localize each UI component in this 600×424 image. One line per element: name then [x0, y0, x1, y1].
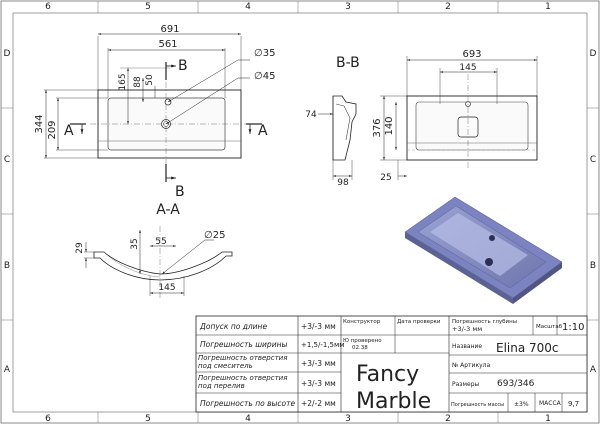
dim-98: 98	[337, 178, 349, 188]
size-label: Размеры	[452, 381, 480, 388]
section-mark-b-top: B	[178, 58, 188, 74]
dim-140: 140	[384, 116, 395, 135]
dim-165: 165	[118, 73, 128, 90]
col-marker: 2	[445, 2, 451, 12]
section-bb-title: B-B	[336, 55, 360, 71]
row-markers: D C B A D C B A	[4, 49, 597, 375]
section-bb-view: B-B 98 74	[305, 55, 359, 188]
name-label: Название	[452, 343, 482, 350]
row-marker: C	[4, 155, 10, 165]
tol-width-value: +1,5/-1,5мм	[301, 341, 345, 349]
dim-50: 50	[145, 74, 155, 86]
row-marker: D	[4, 49, 11, 59]
col-marker: 6	[45, 414, 51, 424]
mass-label: МАССА	[539, 400, 562, 407]
row-marker: A	[4, 365, 11, 375]
brand-line-1: Fancy	[356, 362, 419, 387]
depth-error-label: Погрешность глубины	[452, 319, 517, 325]
dim-209: 209	[47, 120, 58, 139]
brand-line-2: Marble	[356, 389, 431, 414]
section-aa-view: A-A 29 35 55 ∅25 145	[75, 202, 233, 300]
row-marker: D	[590, 49, 597, 59]
dim-25-side: 25	[380, 173, 391, 183]
dim-376: 376	[372, 118, 383, 137]
mass-value: 9,7	[568, 400, 579, 408]
designer-label: Конструктор	[343, 319, 381, 325]
col-marker: 5	[145, 414, 151, 424]
dim-561: 561	[158, 39, 177, 50]
column-markers: 6 5 4 3 2 1 6 5 4 3 2 1	[45, 2, 551, 424]
check-date-label: Ю проверено	[343, 338, 382, 344]
dim-88: 88	[133, 76, 143, 88]
row-marker: B	[4, 261, 10, 271]
dim-hole-25: ∅25	[204, 230, 225, 241]
depth-error-value: +3/-3 мм	[452, 325, 482, 333]
size-value: 693/346	[497, 379, 535, 389]
sink-3d-render	[404, 196, 563, 304]
col-marker: 1	[545, 2, 551, 12]
col-marker: 1	[545, 414, 551, 424]
scale-label: Масштаб	[536, 324, 563, 330]
dim-693: 693	[462, 49, 481, 60]
faucet-hole-mark	[164, 98, 172, 106]
col-marker: 3	[345, 2, 351, 12]
dim-691: 691	[160, 24, 179, 35]
tol-height-value: +2/-2 мм	[301, 399, 336, 408]
row-marker: B	[590, 261, 596, 271]
row-marker: A	[590, 365, 597, 375]
scale-value: 1:10	[562, 322, 584, 333]
section-mark-b-bottom: B	[175, 184, 185, 200]
dim-hole-35: ∅35	[254, 48, 275, 59]
dim-344: 344	[34, 114, 45, 133]
check-date-value: 02.38	[352, 345, 368, 351]
section-mark-a-left: A	[64, 123, 74, 139]
top-view: 691 561 165 88 50 ∅35 ∅45 344 209 B	[34, 24, 275, 200]
dim-145-side: 145	[459, 63, 476, 73]
section-aa-title: A-A	[156, 202, 180, 218]
section-mark-a-right: A	[258, 123, 268, 139]
row-marker: C	[590, 155, 596, 165]
tol-height-label: Погрешность по высоте	[200, 399, 295, 408]
dim-55: 55	[155, 237, 166, 247]
side-view: 693 145 376 140 25	[372, 49, 538, 183]
product-name: Elina 700c	[496, 341, 559, 355]
col-marker: 6	[45, 2, 51, 12]
dim-29: 29	[75, 242, 85, 254]
title-block: Допуск по длине +3/-3 мм Погрешность шир…	[195, 315, 588, 414]
mass-error-value: ±3%	[514, 401, 529, 408]
col-marker: 4	[245, 2, 251, 12]
col-marker: 5	[145, 2, 151, 12]
dim-35-aa: 35	[130, 238, 140, 249]
dim-hole-45: ∅45	[254, 71, 275, 82]
checked-label: Дата проверки	[397, 319, 441, 325]
dim-74: 74	[305, 110, 317, 120]
article-label: № Артикула	[452, 362, 490, 369]
col-marker: 3	[345, 414, 351, 424]
mass-error-label: Погрешность массы	[451, 402, 504, 408]
tol-overflow-value: +3/-3 мм	[301, 379, 336, 388]
tol-length-label: Допуск по длине	[199, 322, 267, 331]
tol-faucet-label: Погрешность отверстия под смеситель	[198, 354, 288, 370]
tol-overflow-label: Погрешность отверстия под перелив	[198, 374, 288, 390]
tol-length-value: +3/-3 мм	[301, 322, 336, 331]
dim-145-aa: 145	[158, 283, 175, 293]
tol-faucet-value: +3/-3 мм	[301, 359, 336, 368]
col-marker: 2	[445, 414, 451, 424]
col-marker: 4	[245, 414, 251, 424]
tol-width-label: Погрешность ширины	[200, 340, 287, 349]
